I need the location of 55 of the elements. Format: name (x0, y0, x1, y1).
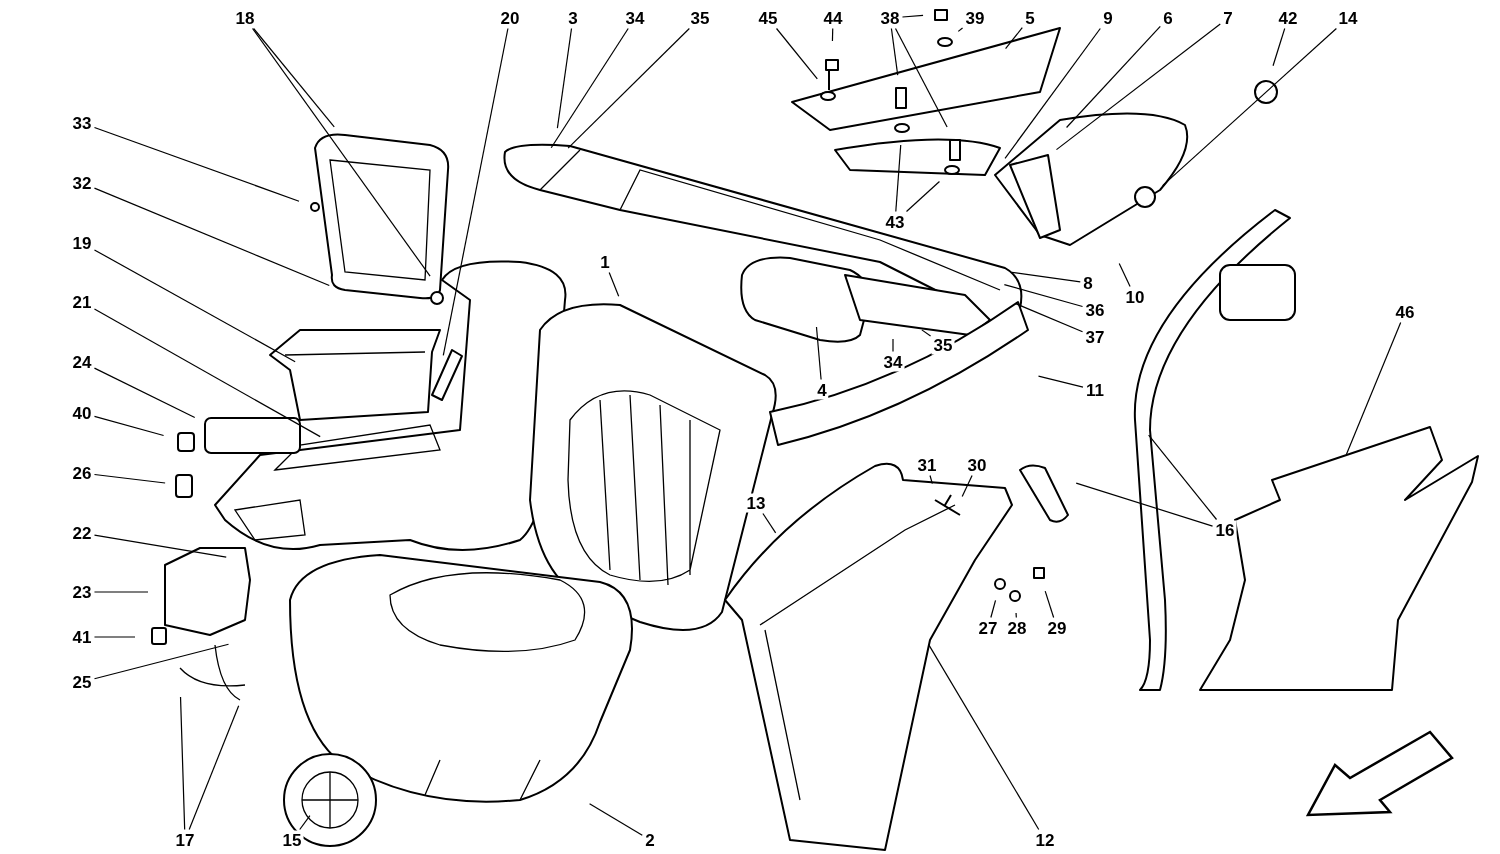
leader-line (188, 705, 240, 831)
leader-line (921, 329, 932, 337)
leader-line (93, 643, 230, 680)
leader-line (1004, 27, 1101, 159)
leader-line (929, 474, 933, 485)
leader-line (961, 474, 973, 498)
leader-line (1044, 590, 1055, 619)
leader-line (93, 636, 136, 638)
leader-line (762, 512, 777, 534)
leader-line (1015, 303, 1084, 333)
leader-line (1015, 612, 1017, 619)
leader-line (905, 180, 941, 213)
leader-line (775, 27, 818, 80)
leader-line (1055, 23, 1221, 151)
leader-line (1003, 284, 1084, 308)
leader-line (1075, 482, 1214, 527)
leader-line (1065, 25, 1161, 129)
leader-line (93, 534, 227, 558)
leader-line (251, 27, 431, 277)
leader-line (928, 644, 1040, 831)
leader-line (1148, 434, 1218, 521)
leader-line (93, 367, 196, 419)
leader-line (299, 815, 311, 831)
leader-line (608, 271, 620, 297)
leader-line (990, 599, 997, 619)
leader-line (892, 338, 894, 353)
leader-line (1118, 262, 1131, 288)
leader-line (556, 27, 573, 129)
leader-line (93, 415, 165, 437)
leader-line (93, 249, 296, 363)
leader-line (895, 144, 902, 213)
leader-line (957, 27, 964, 32)
leader-line (815, 326, 822, 381)
leader-line (894, 27, 948, 128)
leader-line (442, 27, 509, 356)
leader-line (901, 14, 924, 18)
leader-line (550, 27, 629, 149)
leader-line (1162, 27, 1337, 187)
leader-line (93, 126, 300, 202)
leader-line (831, 27, 834, 42)
leader-line (179, 696, 186, 831)
leader-line (890, 27, 899, 76)
leader-line (1037, 375, 1084, 388)
leader-line (1345, 321, 1402, 455)
callout-number: 13 (744, 493, 768, 513)
leader-line (93, 187, 330, 287)
leader-line (589, 803, 643, 836)
leader-line (93, 591, 149, 593)
leader-line (253, 27, 335, 128)
leader-line (1005, 27, 1023, 50)
leader-line (1272, 27, 1286, 67)
leader-line (93, 473, 166, 484)
leader-line (93, 308, 321, 438)
leader-line (567, 27, 690, 149)
leader-line (1011, 271, 1081, 283)
